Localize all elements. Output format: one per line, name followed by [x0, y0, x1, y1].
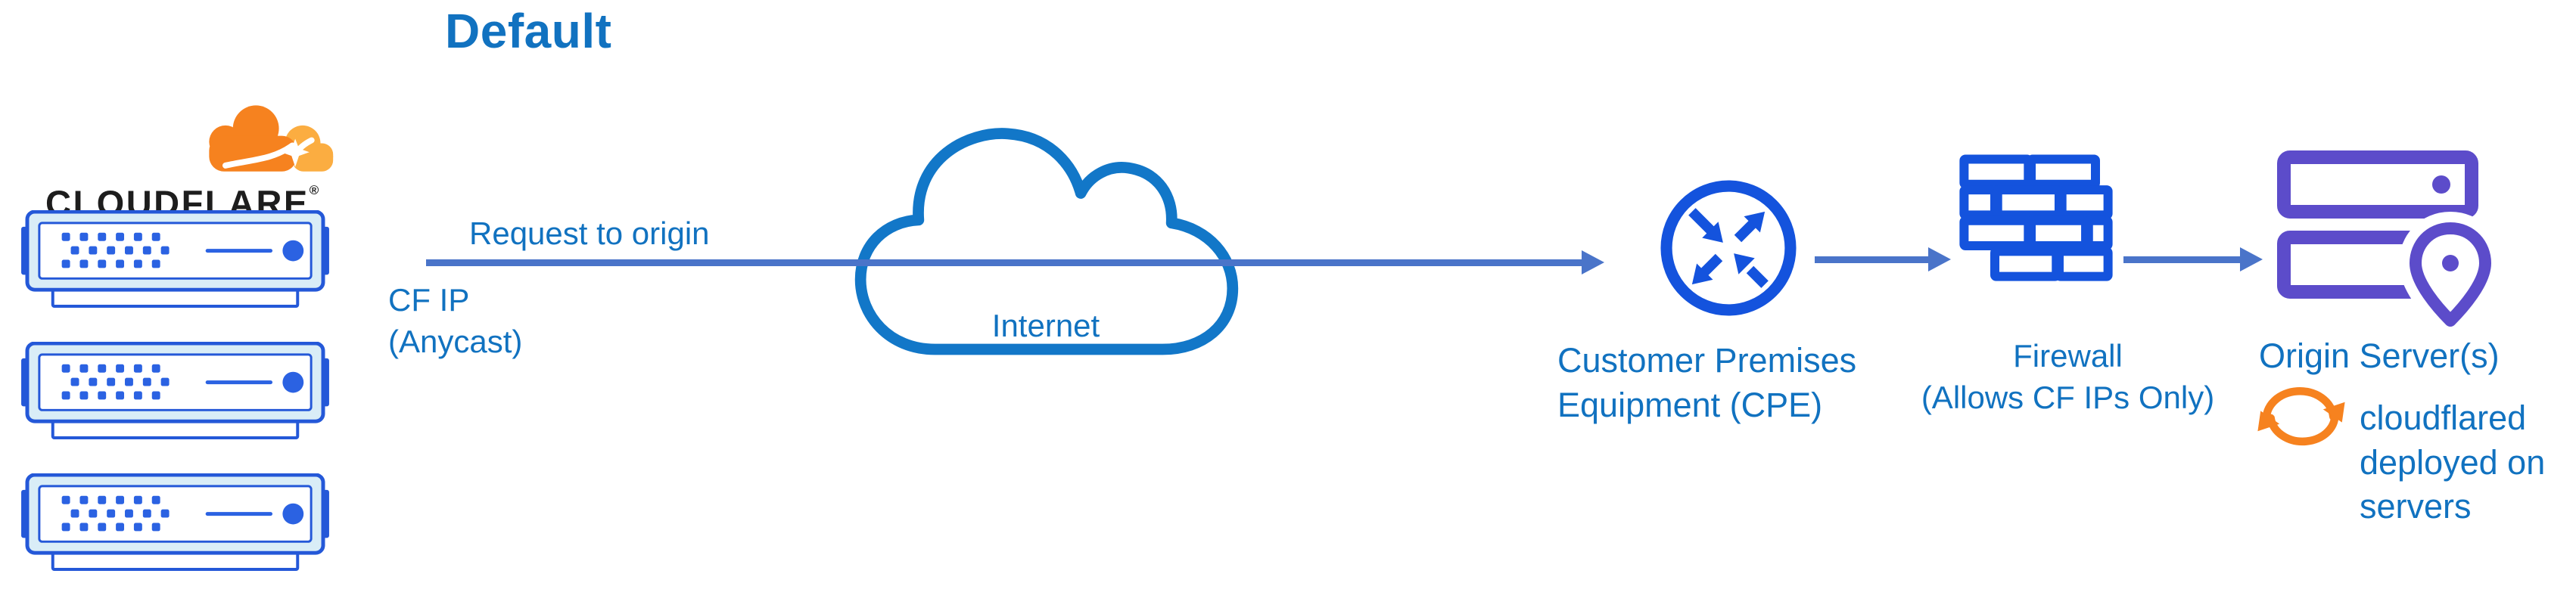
firewall-icon	[1959, 154, 2113, 281]
arrow-head	[2240, 247, 2263, 271]
cloudflare-server-icon	[21, 210, 329, 309]
origin-servers-icon	[2277, 150, 2492, 328]
internet-label: Internet	[991, 308, 1100, 343]
arrow-head	[1582, 250, 1604, 274]
cloudflare-server-icon	[21, 473, 329, 572]
page-title: Default	[445, 4, 612, 58]
cpe-label: Customer Premises Equipment (CPE)	[1557, 341, 1857, 424]
origin-label: Origin Server(s)	[2259, 336, 2500, 375]
location-pin-icon	[2398, 211, 2492, 328]
vent-dots	[61, 364, 170, 400]
arrow-cpe-to-firewall	[1815, 247, 1951, 271]
cloudflared-annotation: cloudflared deployed on servers	[2360, 398, 2546, 526]
request-arrow-label: Request to origin	[469, 216, 710, 251]
arrow-head	[1928, 247, 1951, 271]
cf-ip-label: CF IP (Anycast)	[388, 282, 523, 359]
arrow-shaft	[1815, 256, 1928, 263]
sync-icon	[2257, 387, 2345, 446]
arrow-shaft	[2123, 256, 2240, 263]
vent-dots	[61, 495, 170, 532]
arrow-cf-to-cpe	[426, 250, 1604, 274]
vent-dots	[61, 232, 170, 268]
arrow-firewall-to-origin	[2123, 247, 2263, 271]
arrow-shaft	[426, 259, 1582, 266]
cloudflare-server-icon	[21, 342, 329, 440]
cloudflare-logo-cloud-icon	[209, 105, 334, 178]
firewall-label: Firewall (Allows CF IPs Only)	[1921, 338, 2215, 415]
internet-cloud-icon	[854, 128, 1239, 355]
registered-trademark: ®	[309, 183, 319, 197]
cpe-router-icon	[1660, 180, 1797, 316]
